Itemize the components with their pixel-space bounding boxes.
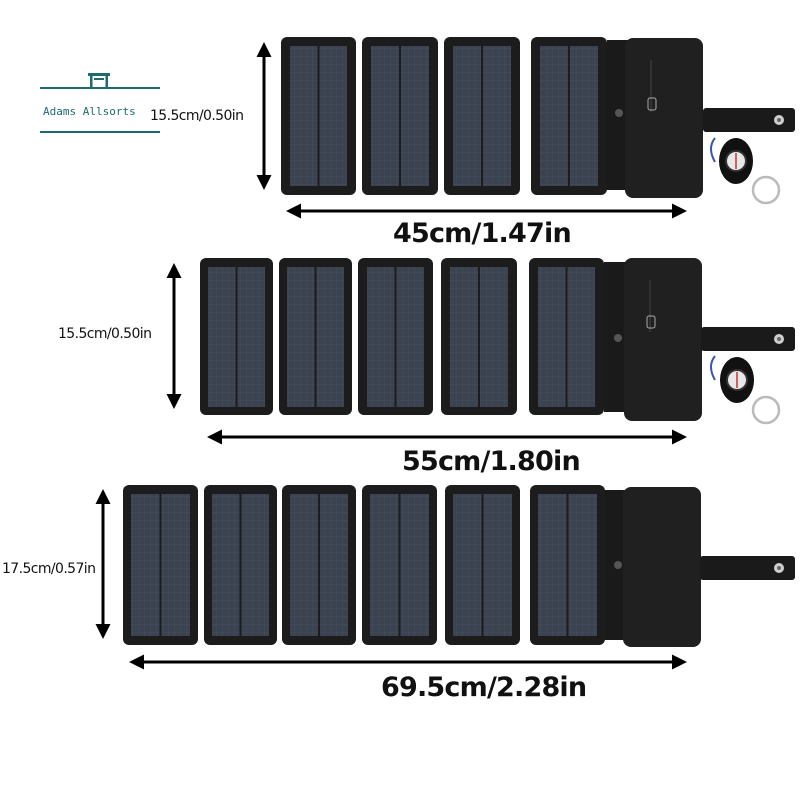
solar-panel [200, 258, 273, 415]
height-label-product-5: 15.5cm/0.50in [58, 326, 152, 342]
logo-top-rule [40, 87, 160, 89]
solar-panel-product-6 [95, 485, 795, 670]
strap-with-compass [701, 327, 795, 425]
solar-panel [358, 258, 433, 415]
width-label-product-4: 45cm/1.47in [393, 218, 572, 249]
logo-bottom-rule [40, 131, 160, 133]
solar-panel-product-4 [256, 37, 795, 219]
solar-panel [441, 258, 517, 415]
strap [700, 556, 795, 580]
solar-panel [444, 37, 520, 195]
logo-table-icon [88, 73, 110, 88]
solar-panel [529, 258, 604, 415]
junction-pouch [605, 487, 701, 647]
height-label-product-4: 15.5cm/0.50in [150, 108, 244, 124]
strap-with-compass [703, 108, 795, 205]
solar-panel-product-5 [166, 258, 795, 445]
solar-panel [281, 37, 356, 195]
width-label-product-5: 55cm/1.80in [402, 446, 581, 477]
solar-panel [362, 37, 438, 195]
height-label-product-6: 17.5cm/0.57in [2, 561, 96, 577]
solar-panel [530, 485, 605, 645]
solar-panel [282, 485, 356, 645]
solar-panel [362, 485, 437, 645]
logo-text: Adams Allsorts [43, 105, 136, 118]
solar-panel [279, 258, 352, 415]
solar-panel [531, 37, 607, 195]
solar-panel [204, 485, 277, 645]
junction-pouch [604, 258, 702, 421]
junction-pouch [607, 38, 703, 198]
solar-panel [445, 485, 520, 645]
width-label-product-6: 69.5cm/2.28in [381, 672, 587, 703]
brand-logo: Adams Allsorts [40, 70, 162, 136]
solar-panel [123, 485, 198, 645]
